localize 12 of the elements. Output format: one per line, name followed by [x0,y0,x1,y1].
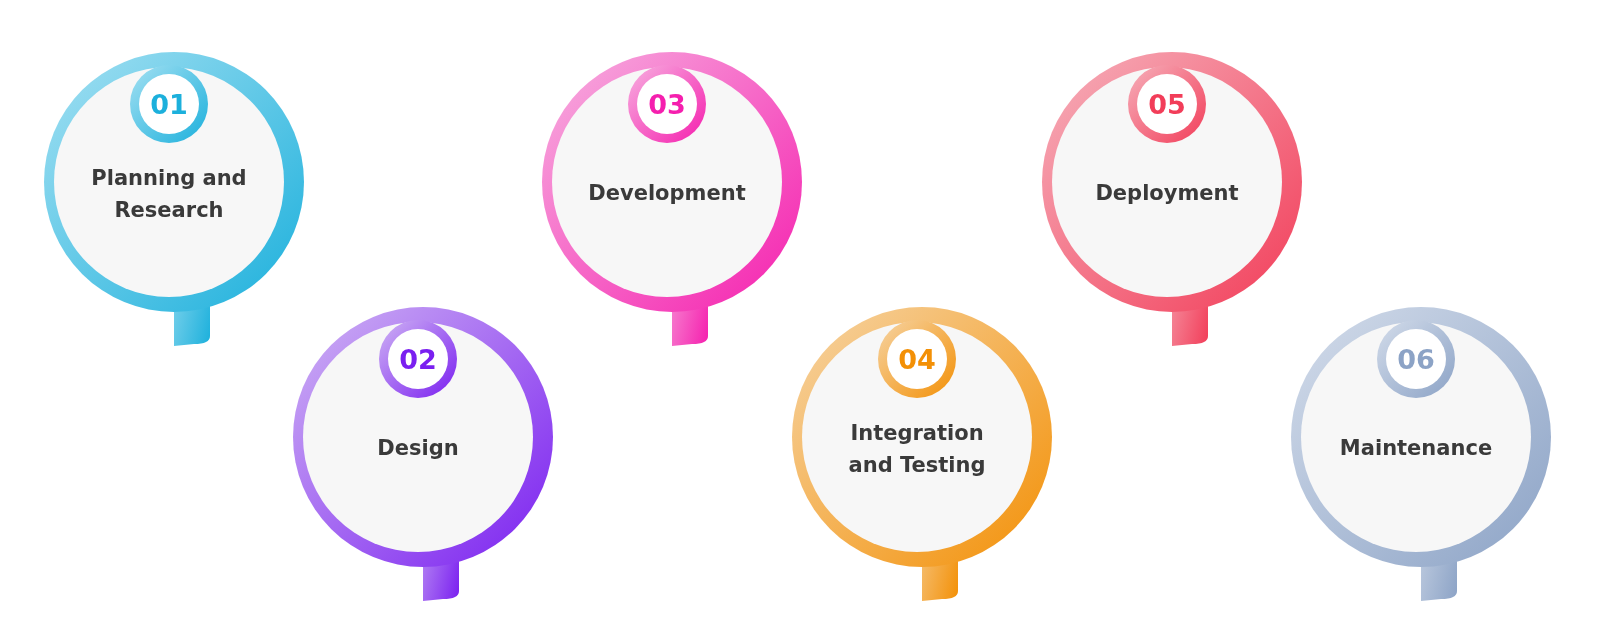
step-number: 02 [399,343,437,375]
step-number: 01 [150,88,188,120]
step-number: 04 [898,343,936,375]
step-title: Maintenance [1338,435,1494,463]
step-number: 06 [1397,343,1435,375]
step-number: 03 [648,88,686,120]
step-title: Planning and Research [90,164,248,223]
step-title: Development [587,180,747,208]
step-number: 05 [1148,88,1186,120]
step-title: Integration and Testing [847,419,987,478]
step-title: Design [376,435,460,463]
step-title: Deployment [1094,180,1240,208]
